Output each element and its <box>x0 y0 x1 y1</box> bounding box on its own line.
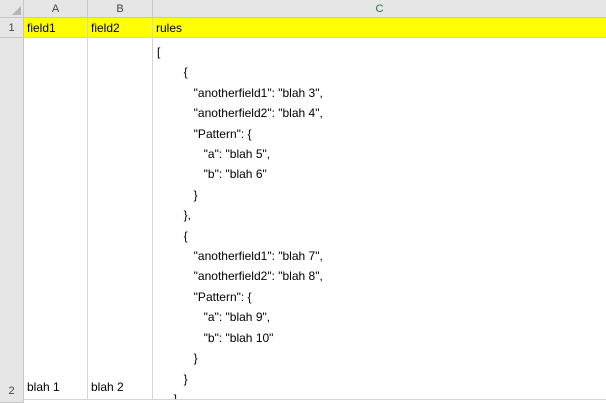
column-header-a[interactable]: A <box>24 0 88 18</box>
rules-json-text: [ { "anotherfield1": "blah 3", "anotherf… <box>157 45 323 400</box>
cell-b2[interactable]: blah 2 <box>88 38 153 400</box>
cell-a2[interactable]: blah 1 <box>24 38 88 400</box>
select-all-corner[interactable] <box>0 0 24 18</box>
cell-c2[interactable]: [ { "anotherfield1": "blah 3", "anotherf… <box>153 38 606 400</box>
cell-b1[interactable]: field2 <box>88 18 153 38</box>
column-header-c[interactable]: C <box>153 0 606 18</box>
cell-a1[interactable]: field1 <box>24 18 88 38</box>
row-header-1[interactable]: 1 <box>0 18 24 38</box>
row-header-2[interactable]: 2 <box>0 38 24 403</box>
column-header-b[interactable]: B <box>88 0 153 18</box>
cell-c1[interactable]: rules <box>153 18 606 38</box>
